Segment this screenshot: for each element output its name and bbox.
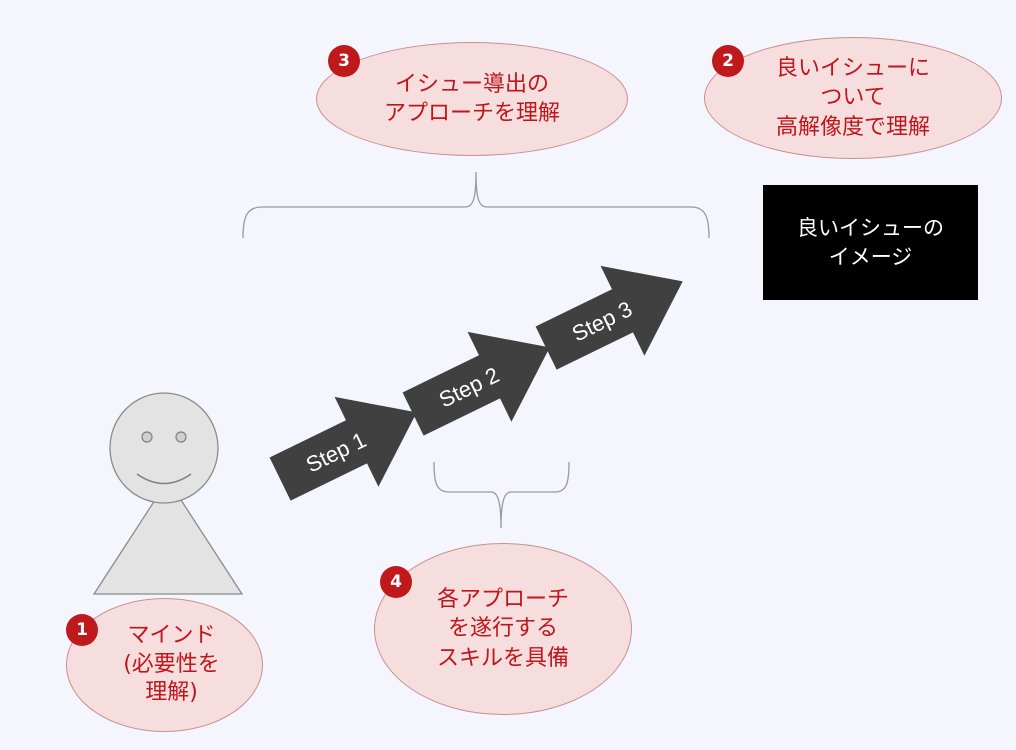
good-issue-bubble-text: 良いイシューに ついて 高解像度で理解: [775, 56, 930, 140]
step-2-arrow: [402, 331, 550, 436]
approach-number-badge: 3: [328, 45, 360, 77]
good-issue-bubble: 良いイシューに ついて 高解像度で理解: [704, 37, 1002, 159]
step-3-arrow: [535, 265, 683, 370]
step-1-arrow: [269, 396, 417, 501]
good-issue-image-box: 良いイシューの イメージ: [763, 185, 978, 300]
mind-bubble: マインド (必要性を 理解): [66, 598, 263, 732]
skills-bubble: 各アプローチ を遂行する スキルを具備: [374, 543, 632, 715]
good-issue-number-badge: 2: [712, 45, 744, 77]
skills-bubble-text: 各アプローチ を遂行する スキルを具備: [436, 587, 569, 671]
person-icon: [92, 392, 244, 595]
top-brace: [242, 171, 710, 239]
approach-bubble: イシュー導出の アプローチを理解: [316, 42, 628, 156]
mind-number-badge: 1: [66, 614, 98, 646]
bottom-brace: [433, 461, 570, 529]
approach-bubble-text: イシュー導出の アプローチを理解: [383, 71, 560, 126]
good-issue-image-text: 良いイシューの イメージ: [797, 215, 944, 269]
mind-bubble-text: マインド (必要性を 理解): [123, 623, 220, 706]
skills-number-badge: 4: [380, 566, 412, 598]
